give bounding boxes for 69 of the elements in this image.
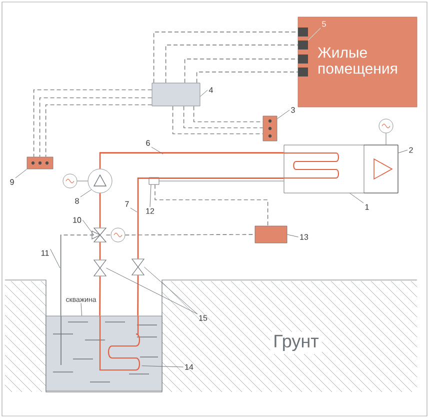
signal-wire (153, 32, 298, 84)
pipe (137, 275, 139, 316)
leader-line (106, 268, 198, 314)
leader-line (350, 192, 364, 204)
ground-label: Грунт (270, 332, 322, 354)
callout-number: 14 (185, 364, 194, 370)
leader-line (286, 234, 299, 238)
callout-number: 4 (208, 87, 213, 93)
leader-line (80, 189, 92, 198)
leader-line (130, 208, 138, 212)
power-source-symbol (378, 118, 394, 134)
signal-wire (33, 89, 152, 158)
leader-line (144, 266, 198, 314)
controller-box (254, 226, 288, 244)
power-source-symbol (62, 174, 78, 188)
pipe (137, 178, 284, 259)
sensor-line (124, 234, 256, 236)
heat-pump-box (284, 144, 398, 194)
pipe (99, 242, 101, 260)
leader-line (398, 150, 408, 154)
sensor-square (298, 40, 308, 50)
signal-wire (106, 234, 112, 236)
callout-number: 8 (75, 198, 79, 204)
leader-line (151, 146, 164, 154)
callout-number: 2 (409, 147, 413, 153)
leader-line (308, 28, 321, 41)
compressor-section (364, 144, 398, 194)
sensor-line (76, 180, 88, 182)
valve-symbol (93, 260, 107, 276)
callout-number: 13 (300, 234, 308, 240)
signal-wire (172, 106, 264, 134)
sensor-tube (60, 234, 94, 316)
signal-wire (165, 44, 298, 84)
sensor-box (262, 116, 278, 142)
callout-number: 7 (125, 201, 129, 207)
callout-number: 3 (291, 107, 295, 113)
sensor-square (298, 68, 308, 76)
valve-symbol (131, 258, 145, 276)
callout-number: 12 (146, 208, 154, 214)
power-source-symbol (110, 228, 126, 242)
signal-wire (154, 184, 268, 226)
leader-line (200, 90, 208, 97)
leader-line (50, 248, 60, 268)
sensor-line (158, 180, 284, 182)
leader-line (150, 184, 152, 208)
pump-symbol (88, 168, 112, 194)
leader-line (82, 220, 94, 236)
well-water (46, 316, 162, 392)
leader-line (15, 168, 28, 178)
controller-box (152, 82, 200, 106)
callout-number: 9 (10, 179, 14, 185)
three-way-valve (92, 228, 107, 242)
callout-number: 1 (365, 204, 369, 210)
callout-number: 10 (73, 217, 82, 223)
leader-line (80, 302, 82, 316)
leader-line (142, 366, 184, 368)
callout-number: 11 (41, 250, 49, 256)
pipe (99, 152, 284, 169)
sensor-box (26, 156, 54, 170)
sensor-square (298, 28, 308, 36)
callout-number: 15 (199, 315, 208, 321)
pipe (99, 276, 101, 316)
callout-number: 6 (146, 140, 150, 146)
signal-wire (196, 72, 298, 84)
pipe (99, 193, 101, 228)
callout-number: 5 (322, 21, 326, 27)
sensor-square (298, 54, 308, 64)
leader-line (276, 110, 290, 120)
signal-wire (184, 58, 298, 84)
